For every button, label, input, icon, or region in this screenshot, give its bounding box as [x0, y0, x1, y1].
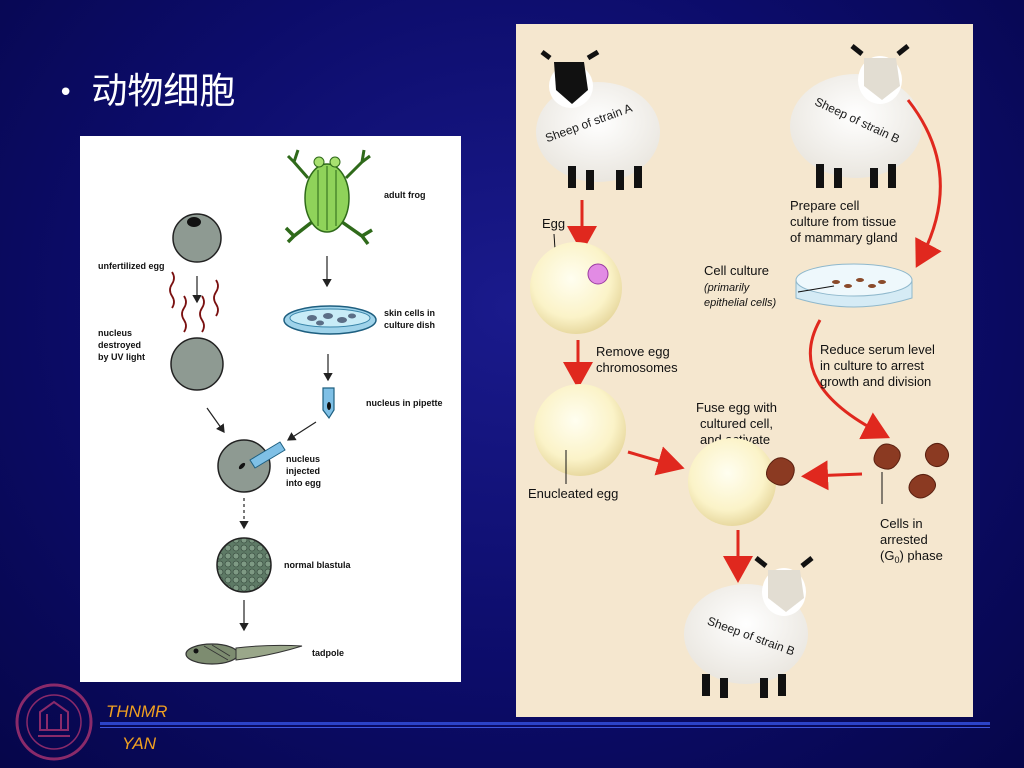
culture-dish-icon: [283, 305, 377, 335]
enucleated-egg-icon: [534, 384, 626, 476]
arrested-cells-icon: [873, 442, 950, 499]
label-fuse-2: cultured cell,: [700, 416, 773, 431]
fused-egg-icon: [688, 438, 776, 526]
cell-culture-pointer-line: [797, 285, 835, 293]
label-tadpole: tadpole: [312, 648, 344, 658]
label-into-egg: into egg: [286, 478, 321, 488]
arrow-enucleated-to-fused-icon: [627, 446, 685, 476]
label-arrested: arrested: [880, 532, 928, 547]
arrow-sheep-b-to-dish-icon: [906, 99, 942, 268]
slide-bullet: • 动物细胞: [58, 62, 235, 114]
university-seal-logo: [14, 682, 94, 762]
blastula-icon: [216, 537, 272, 593]
label-fuse-1: Fuse egg with: [696, 400, 777, 415]
label-g0-phase: (G0) phase: [880, 548, 943, 565]
label-prepare-3: of mammary gland: [790, 230, 898, 245]
label-reduce-3: growth and division: [820, 374, 931, 389]
label-remove-egg: Remove egg: [596, 344, 670, 359]
label-prepare-1: Prepare cell: [790, 198, 859, 213]
egg-nucleus-icon: [187, 217, 201, 227]
sheep-strain-b-bottom-icon: [684, 556, 814, 698]
sheep-diagram-svg: Sheep of strain A Sheep of strain B Egg …: [528, 44, 950, 698]
pipette-icon: [322, 387, 335, 420]
label-injected: injected: [286, 466, 320, 476]
frog-diagram-svg: adult frog unfertilized egg nucleus dest…: [98, 149, 443, 665]
label-g0-open: (G: [880, 548, 894, 563]
label-culture-dish: culture dish: [384, 320, 435, 330]
footer-divider-thin: [100, 727, 990, 728]
label-primarily: (primarily: [704, 282, 751, 294]
tadpole-icon: [185, 643, 303, 665]
arrow-egg-to-injection-icon: [206, 407, 225, 433]
footer-thnmr: THNMR: [106, 702, 168, 721]
footer-divider: [100, 722, 990, 725]
injected-nucleus-icon: [238, 462, 246, 470]
label-by-uv-light: by UV light: [98, 352, 145, 362]
label-nucleus-1: nucleus: [98, 328, 132, 338]
label-g0-close: ) phase: [899, 548, 942, 563]
egg-chromosomes-icon: [587, 263, 609, 285]
footer-yan: YAN: [122, 734, 157, 753]
injection-pipette-icon: [249, 441, 286, 469]
label-destroyed: destroyed: [98, 340, 141, 350]
label-reduce-1: Reduce serum level: [820, 342, 935, 357]
label-cell-culture: Cell culture: [704, 263, 769, 278]
label-reduce-2: in culture to arrest: [820, 358, 924, 373]
bullet-dot-icon: •: [58, 78, 74, 108]
destroyed-egg-icon: [170, 337, 224, 391]
frog-cloning-diagram: adult frog unfertilized egg nucleus dest…: [80, 136, 461, 682]
donor-cell-icon: [766, 457, 795, 486]
label-enucleated-egg: Enucleated egg: [528, 486, 618, 501]
cell-culture-dish-icon: [795, 263, 913, 308]
arrow-dish-to-arrested-icon: [809, 319, 891, 440]
adult-frog-icon: [284, 149, 373, 246]
label-g0-subscript: 0: [894, 555, 899, 565]
label-prepare-2: culture from tissue: [790, 214, 896, 229]
egg-icon: [530, 242, 622, 334]
arrow-pipette-to-injection-icon: [286, 421, 317, 441]
unfertilized-egg-icon: [172, 213, 222, 263]
uv-light-icon: [169, 271, 219, 333]
label-epithelial-cells: epithelial cells): [704, 297, 776, 309]
label-chromosomes: chromosomes: [596, 360, 678, 375]
label-nucleus-in-pipette: nucleus in pipette: [366, 398, 443, 408]
sheep-cloning-diagram: Sheep of strain A Sheep of strain B Egg …: [516, 24, 973, 717]
label-unfertilized-egg: unfertilized egg: [98, 261, 165, 271]
arrow-arrested-to-fused-icon: [801, 460, 863, 491]
label-normal-blastula: normal blastula: [284, 560, 352, 570]
label-cells-in: Cells in: [880, 516, 923, 531]
label-nucleus-2: nucleus: [286, 454, 320, 464]
label-skin-cells: skin cells in: [384, 308, 435, 318]
bullet-text: 动物细胞: [91, 71, 236, 112]
label-egg: Egg: [542, 216, 565, 231]
sheep-strain-b-top-icon: [790, 44, 922, 188]
label-adult-frog: adult frog: [384, 190, 426, 200]
sheep-strain-a-icon: [536, 49, 660, 190]
